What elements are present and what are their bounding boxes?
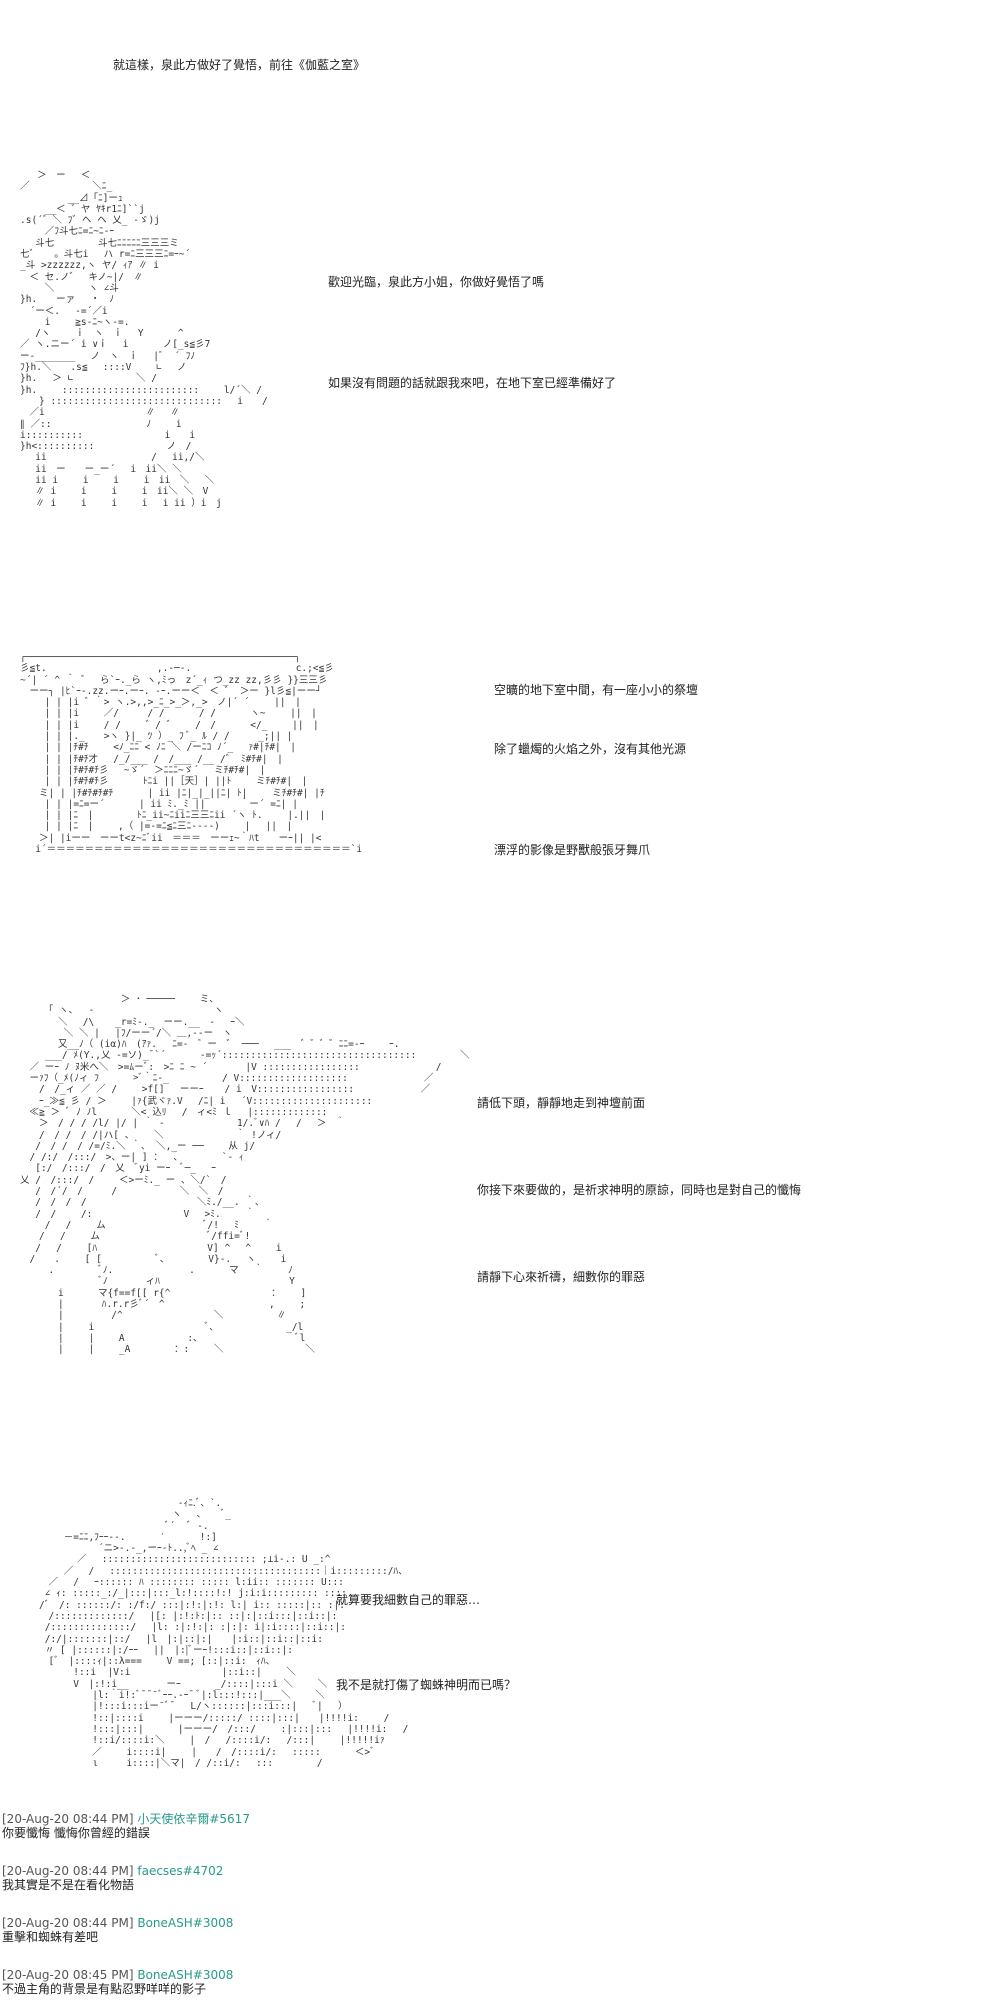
chat-message: [20-Aug-20 08:44 PM] BoneASH#3008 重擊和蜘蛛有… [2, 1916, 233, 1944]
chat-username[interactable]: BoneASH#3008 [137, 1968, 234, 1982]
chat-username[interactable]: BoneASH#3008 [137, 1916, 234, 1930]
narration-altar: 空曠的地下室中間，有一座小小的祭壇 [494, 683, 699, 697]
chat-username[interactable]: faecses#4702 [137, 1864, 224, 1878]
figure-ascii-art-1: ＞ ー ＜ ／ ＼ﾆ_ __⊿「ﾆ]ーｭ __＜ ゛ヤ ﾔｷr1ﾆ]``j .s… [20, 170, 268, 509]
narration-hurt-god: 我不是就打傷了蜘蛛神明而已嗎？ [336, 1678, 517, 1692]
chat-text: 重擊和蜘蛛有差吧 [2, 1930, 99, 1944]
chat-text: 你要懺悔 懺悔你曾經的錯誤 [2, 1826, 150, 1840]
chat-username[interactable]: 小天使依辛爾#5617 [137, 1812, 250, 1826]
chat-timestamp: [20-Aug-20 08:44 PM] [2, 1864, 134, 1878]
chat-timestamp: [20-Aug-20 08:44 PM] [2, 1916, 134, 1930]
chat-timestamp: [20-Aug-20 08:44 PM] [2, 1812, 134, 1826]
narration-count-sins: 請靜下心來祈禱，細數你的罪惡 [477, 1270, 646, 1284]
chat-text: 不過主角的背景是有點忍野咩咩的影子 [2, 1982, 207, 1996]
narration-intro: 就這樣，泉此方做好了覺悟，前往《伽藍之室》 [113, 58, 366, 72]
narration-pray: 你接下來要做的，是祈求神明的原諒，同時也是對自己的懺悔 [477, 1183, 802, 1197]
narration-basement-ready: 如果沒有問題的話就跟我來吧，在地下室已經準備好了 [328, 376, 617, 390]
chat-message: [20-Aug-20 08:44 PM] 小天使依辛爾#5617 你要懺悔 懺悔… [2, 1812, 250, 1840]
figure-ascii-art-2: ＞ ･ ───── ミ、 「 ヽ、 ‐ ヽ ＼ /\ _r=ﾐ-._ ーー.__… [20, 994, 470, 1356]
altar-ascii-art: ┌───────────────────────────────────────… [20, 652, 363, 856]
figure-ascii-art-3: -ｨﾆ.ﾞ、`. ヽ ､ ﾞ_ ﾞ´ ﾞ -. －=ﾆﾆ,ﾌｰｰ‐-. ′ !:… [39, 1498, 409, 1769]
chat-message: [20-Aug-20 08:44 PM] faecses#4702 我其實是不是… [2, 1864, 223, 1892]
chat-timestamp: [20-Aug-20 08:45 PM] [2, 1968, 134, 1982]
narration-no-light: 除了蠟燭的火焰之外，沒有其他光源 [494, 742, 687, 756]
narration-shadows: 漂浮的影像是野獸般張牙舞爪 [494, 843, 651, 857]
chat-text: 我其實是不是在看化物語 [2, 1878, 135, 1892]
narration-kneel: 請低下頭，靜靜地走到神壇前面 [477, 1096, 646, 1110]
narration-welcome: 歡迎光臨，泉此方小姐，你做好覺悟了嗎 [328, 275, 545, 289]
chat-message: [20-Aug-20 08:45 PM] BoneASH#3008 不過主角的背… [2, 1968, 233, 1996]
narration-even-count: 就算要我細數自己的罪惡… [336, 1593, 481, 1607]
